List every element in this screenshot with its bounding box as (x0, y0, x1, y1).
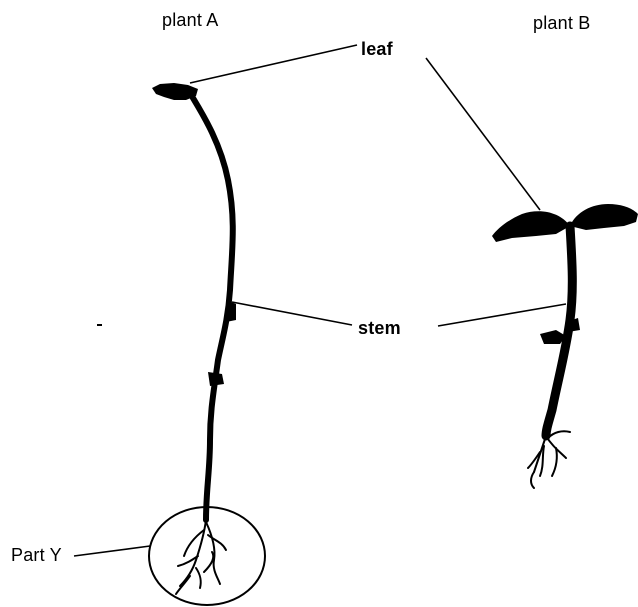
leader-lines (74, 45, 566, 556)
plant-b-roots (528, 431, 570, 488)
plant-a-roots (176, 520, 226, 594)
leaf-line-b (426, 58, 540, 210)
plant-a (149, 83, 265, 605)
stray-mark (97, 324, 102, 326)
plant-a-label: plant A (162, 10, 218, 30)
plant-a-node-2 (208, 372, 224, 386)
part-y-label: Part Y (11, 545, 62, 565)
plant-b (492, 204, 638, 488)
plant-b-leaf-left (492, 211, 570, 242)
leaf-label: leaf (361, 39, 393, 59)
plant-b-label: plant B (533, 13, 590, 33)
part-y-line (74, 546, 150, 556)
leaf-line-a (190, 45, 357, 83)
stem-line-b (438, 304, 566, 326)
plant-b-leaf-right (570, 204, 638, 230)
stem-line-a (232, 302, 352, 325)
plant-a-node-1 (226, 300, 236, 322)
stem-label: stem (358, 318, 401, 338)
